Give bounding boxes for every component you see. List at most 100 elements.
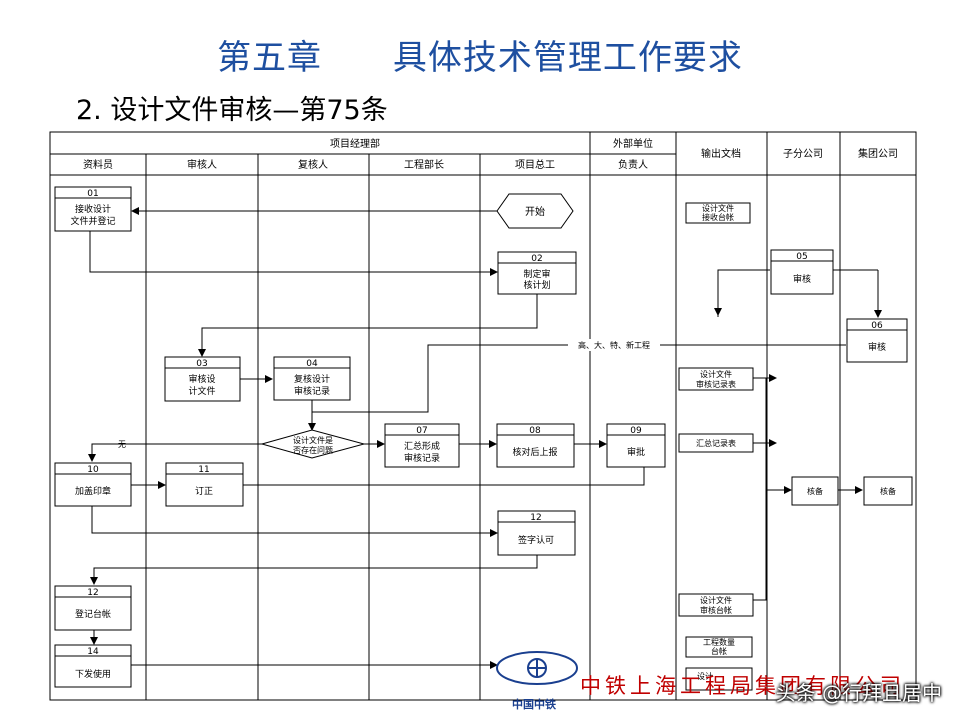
- svg-text:审核记录: 审核记录: [294, 385, 330, 397]
- svg-text:核备: 核备: [880, 486, 896, 496]
- footer-org-name: 中铁上海工程局集团有限公司: [580, 674, 905, 698]
- svg-text:下发使用: 下发使用: [75, 668, 111, 680]
- header-group-ext: 外部单位: [613, 137, 653, 150]
- process-box-12-register: 12 登记台帐: [54, 585, 132, 631]
- svg-text:台帐: 台帐: [711, 646, 727, 656]
- process-box-14: 14 下发使用: [54, 644, 132, 688]
- svg-text:12: 12: [87, 588, 98, 598]
- svg-text:开始: 开始: [525, 205, 545, 218]
- doc-review-ledger: 设计文件 审核台帐: [678, 593, 754, 617]
- process-box-10: 10 加盖印章: [54, 462, 132, 507]
- doc-summary-record: 汇总记录表: [678, 433, 754, 453]
- svg-text:签字认可: 签字认可: [518, 534, 554, 546]
- svg-text:核计划: 核计划: [523, 279, 550, 291]
- svg-text:计文件: 计文件: [188, 385, 215, 397]
- svg-text:审核记录: 审核记录: [404, 452, 440, 464]
- svg-text:审核记录表: 审核记录表: [696, 379, 736, 389]
- edge: [88, 443, 262, 462]
- edge-label-hazard: 高、大、特、新工程: [578, 340, 650, 350]
- svg-text:审核台帐: 审核台帐: [700, 605, 732, 615]
- svg-text:06: 06: [871, 321, 883, 331]
- svg-text:订正: 订正: [195, 486, 213, 497]
- process-box-12-sign: 12 签字认可: [497, 510, 576, 556]
- lane-header: 负责人: [618, 158, 648, 171]
- process-box-06: 06 审核: [846, 318, 908, 363]
- svg-text:核对后上报: 核对后上报: [512, 446, 557, 458]
- edge-label-no: 无: [118, 440, 126, 449]
- lane-header: 资料员: [83, 158, 113, 171]
- doc-design: 设计: [685, 667, 753, 691]
- process-box-08: 08 核对后上报: [496, 423, 575, 468]
- svg-text:设计文件: 设计文件: [702, 203, 734, 213]
- lane-header: 审核人: [187, 158, 217, 171]
- lane-header: 输出文档: [701, 147, 741, 160]
- edge: [243, 462, 645, 486]
- doc-file-branch: 核备: [791, 476, 839, 506]
- svg-text:接收设计: 接收设计: [75, 203, 111, 215]
- doc-receive-ledger: 设计文件 接收台帐: [685, 202, 751, 224]
- lane-header: 复核人: [298, 158, 328, 171]
- svg-text:设计文件是: 设计文件是: [293, 435, 333, 445]
- process-box-05: 05 审核: [770, 249, 834, 295]
- svg-text:09: 09: [630, 426, 642, 436]
- svg-text:工程数量: 工程数量: [703, 637, 735, 647]
- edge: [308, 344, 846, 431]
- edge: [91, 506, 498, 537]
- process-box-03: 03 审核设 计文件: [164, 356, 241, 402]
- edge: [753, 377, 767, 601]
- svg-text:04: 04: [306, 359, 318, 369]
- svg-text:加盖印章: 加盖印章: [75, 485, 111, 497]
- svg-text:汇总记录表: 汇总记录表: [696, 438, 736, 448]
- header-group-main: 项目经理部: [330, 137, 380, 150]
- swimlane-frame: [49, 131, 917, 701]
- doc-review-record: 设计文件 审核记录表: [678, 367, 754, 391]
- svg-text:接收台帐: 接收台帐: [702, 212, 734, 222]
- lane-header: 集团公司: [858, 147, 898, 160]
- process-box-07: 07 汇总形成 审核记录: [384, 423, 460, 468]
- process-box-11: 11 订正: [165, 462, 244, 507]
- edge: [198, 294, 538, 357]
- svg-text:设计文件: 设计文件: [700, 595, 732, 605]
- svg-text:12: 12: [530, 513, 541, 523]
- svg-text:设计文件: 设计文件: [700, 369, 732, 379]
- svg-text:05: 05: [796, 252, 807, 262]
- svg-text:否存在问题: 否存在问题: [293, 445, 333, 455]
- lane-header: 项目总工: [515, 158, 555, 171]
- process-box-02: 02 制定审 核计划: [497, 251, 577, 295]
- svg-text:01: 01: [87, 189, 98, 199]
- page-title: 第五章 具体技术管理工作要求: [217, 38, 743, 78]
- edge: [90, 555, 538, 585]
- svg-text:制定审: 制定审: [523, 268, 550, 280]
- edge: [89, 231, 498, 276]
- process-box-01: 01 接收设计 文件并登记: [54, 186, 132, 232]
- svg-text:02: 02: [531, 254, 542, 264]
- lane-header: 工程部长: [404, 158, 444, 171]
- doc-quantity-ledger: 工程数量 台帐: [685, 636, 753, 658]
- svg-text:10: 10: [87, 465, 99, 475]
- doc-file-group: 核备: [863, 476, 913, 506]
- svg-text:审核: 审核: [793, 273, 811, 285]
- process-box-09: 09 审批: [606, 423, 666, 468]
- crec-logo: [496, 651, 578, 685]
- svg-text:复核设计: 复核设计: [294, 373, 330, 385]
- logo-caption: 中国中铁: [512, 698, 556, 711]
- decision-diamond: 设计文件是 否存在问题: [260, 429, 366, 459]
- watermark-text: 头条 @行拜且居中: [775, 681, 942, 705]
- svg-text:审批: 审批: [627, 446, 645, 458]
- svg-text:14: 14: [87, 647, 99, 657]
- svg-text:设计: 设计: [697, 671, 713, 681]
- svg-text:审核: 审核: [868, 341, 886, 353]
- svg-text:03: 03: [196, 359, 207, 369]
- svg-text:汇总形成: 汇总形成: [404, 440, 440, 452]
- svg-text:登记台帐: 登记台帐: [75, 608, 111, 620]
- svg-text:审核设: 审核设: [188, 373, 215, 385]
- process-box-04: 04 复核设计 审核记录: [273, 356, 351, 401]
- svg-text:07: 07: [416, 426, 427, 436]
- lane-header: 子分公司: [783, 148, 823, 160]
- svg-text:核备: 核备: [807, 486, 823, 496]
- svg-text:11: 11: [198, 465, 209, 475]
- page-subtitle: 2. 设计文件审核—第75条: [76, 95, 388, 126]
- svg-text:08: 08: [529, 426, 541, 436]
- start-node: 开始: [496, 193, 574, 229]
